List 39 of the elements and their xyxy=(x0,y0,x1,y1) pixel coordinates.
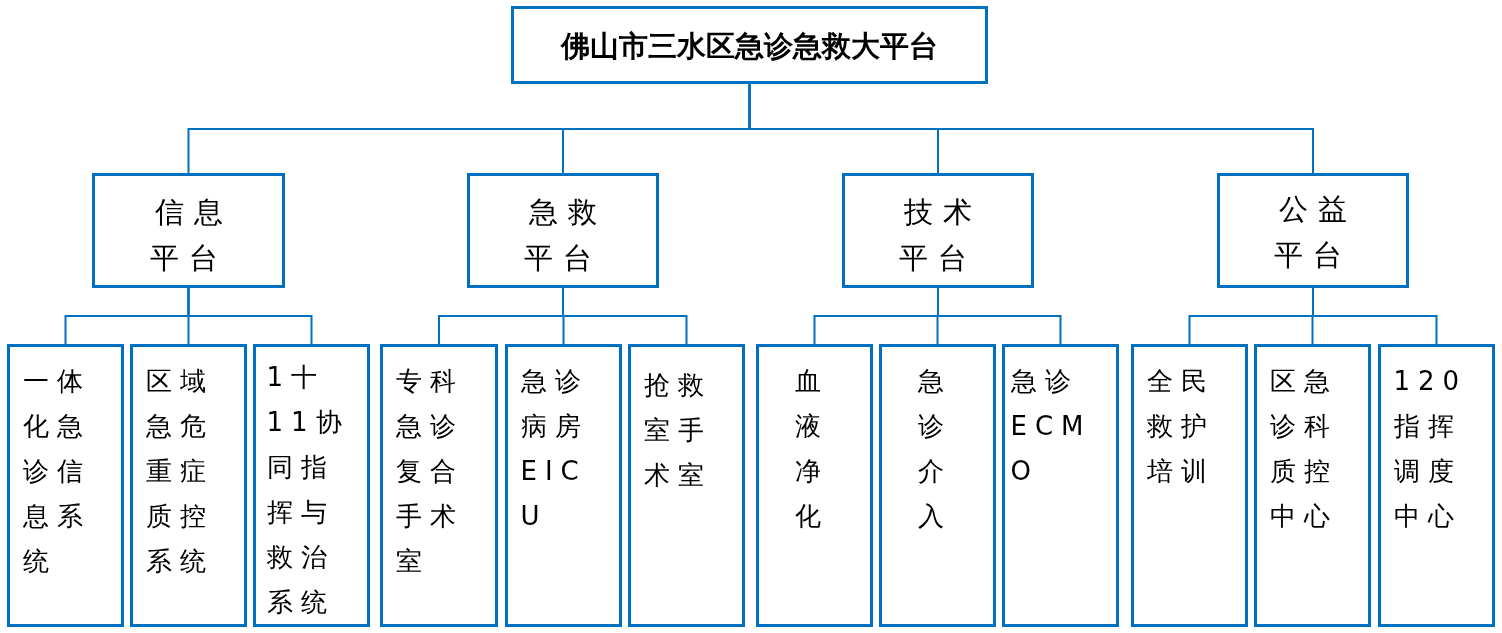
connector-line xyxy=(562,287,688,345)
box-label: 专科急诊复合手术室 xyxy=(396,365,465,578)
system-box xyxy=(1002,344,1119,627)
box-label: 1十11协同指挥与救治系统 xyxy=(266,361,351,619)
system-box xyxy=(879,344,996,627)
platform-box xyxy=(92,173,285,288)
platform-box xyxy=(467,173,659,288)
box-label: 急救平台 xyxy=(523,194,608,277)
box-label: 急诊介入 xyxy=(917,365,953,533)
box-label: 120指挥调度中心 xyxy=(1393,365,1469,533)
system-box xyxy=(1254,344,1371,627)
box-label: 区急诊科质控中心 xyxy=(1269,365,1339,533)
box-label: 血液净化 xyxy=(794,365,830,533)
system-box xyxy=(505,344,622,627)
system-box xyxy=(1378,344,1495,627)
box-label: 一体化急诊信息系统 xyxy=(22,365,92,578)
box-label: 信息平台 xyxy=(148,194,234,277)
system-box xyxy=(7,344,124,627)
system-box xyxy=(756,344,873,627)
box-label: 公益平台 xyxy=(1273,191,1358,274)
box-label: 技术平台 xyxy=(898,194,983,277)
system-box xyxy=(1131,344,1248,627)
box-label: 佛山市三水区急诊急救大平台 xyxy=(559,28,939,64)
box-label: 全民救护培训 xyxy=(1146,365,1216,488)
box-label: 急诊ECMO xyxy=(1010,365,1093,488)
system-box xyxy=(380,344,498,627)
connector-line xyxy=(937,287,1062,345)
title-box xyxy=(511,6,988,84)
platform-box xyxy=(842,173,1034,288)
system-box xyxy=(253,344,370,627)
connector-line xyxy=(187,287,313,345)
platform-box xyxy=(1217,173,1409,288)
system-box xyxy=(130,344,247,627)
connector-line xyxy=(748,83,1314,174)
connector-line xyxy=(1312,287,1438,345)
box-label: 急诊病房EICU xyxy=(520,365,590,533)
box-label: 区域急危重症质控系统 xyxy=(145,365,215,578)
box-label: 抢救室手术室 xyxy=(643,369,713,492)
system-box xyxy=(628,344,745,627)
